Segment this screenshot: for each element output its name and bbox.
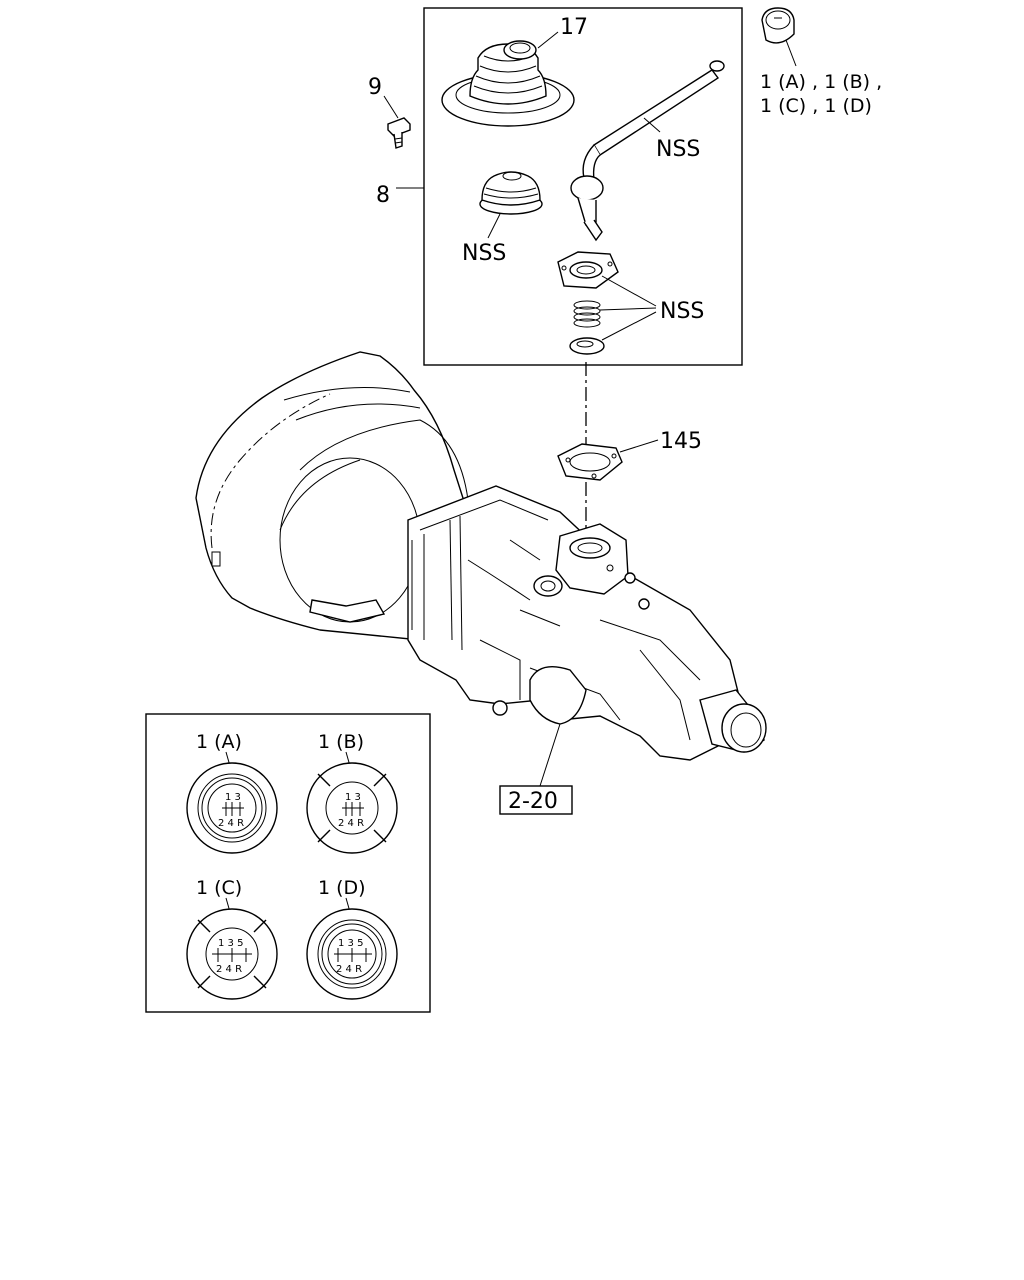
reference-box — [499, 785, 573, 815]
knob-variant-b: 1 (B) 1 3 2 4 R — [306, 731, 398, 854]
knob-variant-a: 1 (A) 1 3 2 4 R — [186, 731, 278, 854]
knob-variant-d-bottom: 2 4 R — [336, 964, 362, 975]
knob-variant-a-bottom: 2 4 R — [218, 818, 244, 829]
transmission — [195, 351, 767, 761]
knob-variant-b-label: 1 (B) — [318, 731, 364, 753]
shift-boot-lower — [479, 171, 543, 215]
knob-variant-c: 1 (C) 1 3 5 2 4 R — [186, 877, 278, 1000]
knob-variant-d-top: 1 3 5 — [338, 938, 363, 949]
shift-knob — [761, 7, 795, 44]
lever-assembly-frame — [423, 7, 743, 366]
knob-variant-c-bottom: 2 4 R — [216, 964, 242, 975]
shift-boot-upper — [441, 40, 575, 127]
knob-variant-a-top: 1 3 — [225, 792, 241, 803]
reference-2-20: 2-20 — [508, 789, 558, 814]
spring — [573, 300, 601, 328]
shift-lever — [570, 60, 725, 242]
callout-nss-boot: NSS — [462, 241, 506, 266]
callout-145: 145 — [660, 429, 702, 454]
knob-variant-d-label: 1 (D) — [318, 877, 366, 899]
callout-knob-variants-line1: 1 (A) , 1 (B) , — [760, 71, 882, 93]
knob-variant-d: 1 (D) 1 3 5 2 4 R — [306, 877, 398, 1000]
knob-variant-b-bottom: 2 4 R — [338, 818, 364, 829]
callout-8: 8 — [376, 183, 390, 208]
washer — [569, 337, 605, 355]
callout-nss-lever: NSS — [656, 137, 700, 162]
knob-variant-c-top: 1 3 5 — [218, 938, 243, 949]
bolt — [387, 117, 411, 149]
lever-seat-plate — [557, 251, 619, 289]
knob-variant-b-top: 1 3 — [345, 792, 361, 803]
callout-9: 9 — [368, 75, 382, 100]
callout-knob-variants-line2: 1 (C) , 1 (D) — [760, 95, 872, 117]
knob-variants-frame — [145, 713, 431, 1013]
gasket — [557, 443, 623, 481]
callout-17: 17 — [560, 15, 588, 40]
knob-variant-a-label: 1 (A) — [196, 731, 242, 753]
knob-variant-c-label: 1 (C) — [196, 877, 242, 899]
callout-nss-spring: NSS — [660, 299, 704, 324]
